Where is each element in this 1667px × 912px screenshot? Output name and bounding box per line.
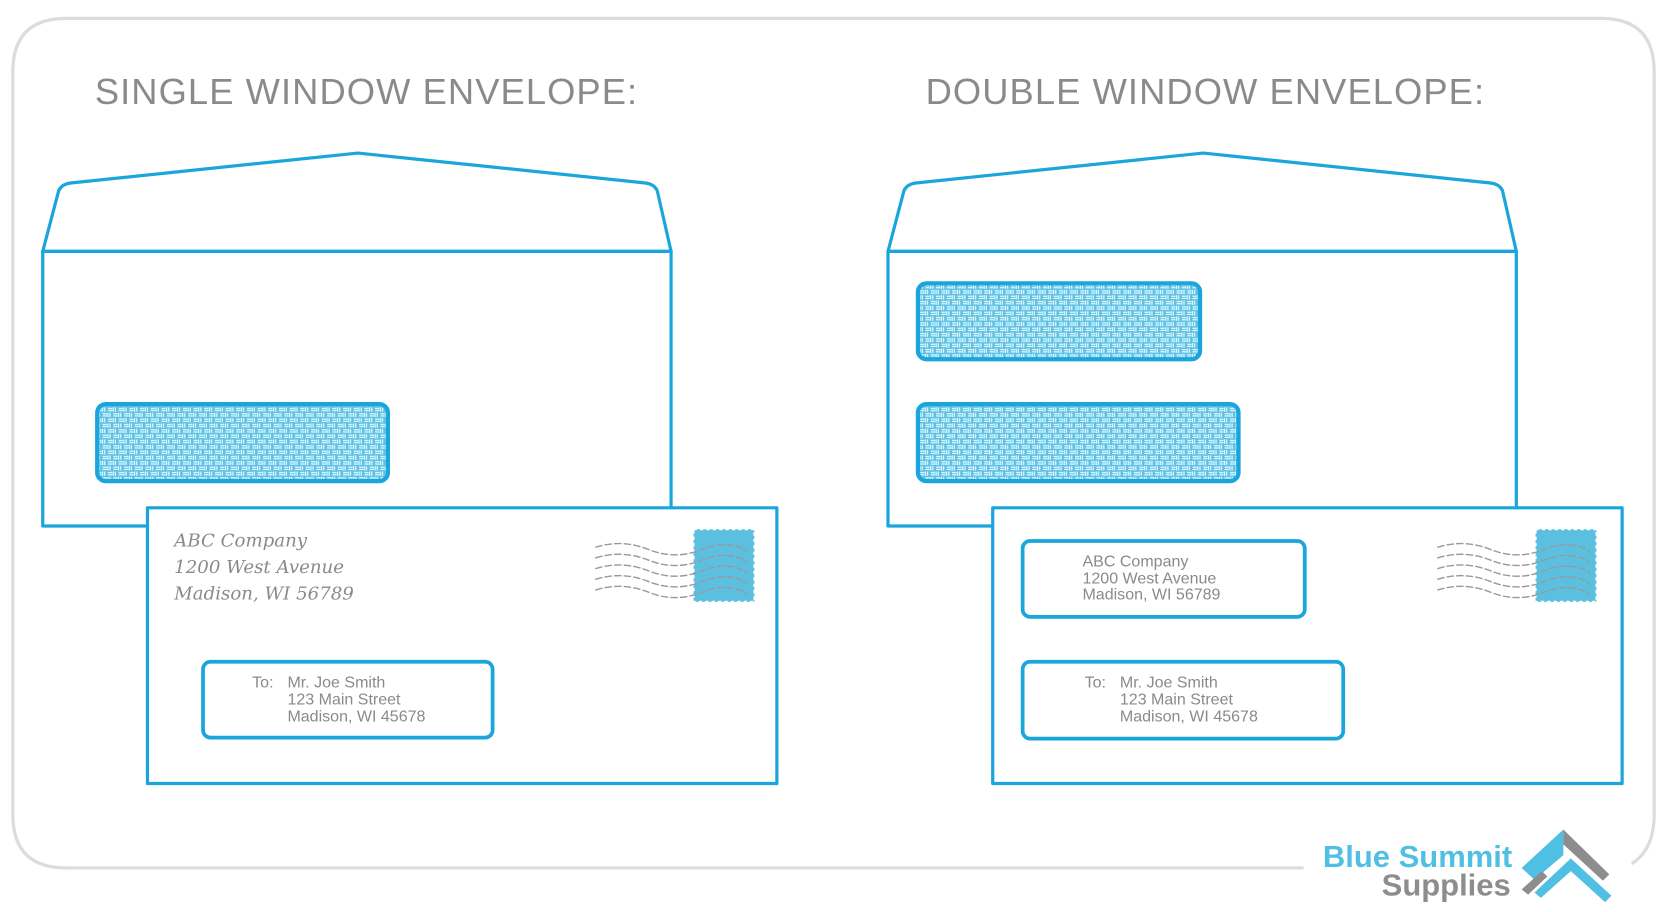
return-line: 1200 West Avenue xyxy=(1082,570,1216,588)
blue-summit-logo: Blue Summit Supplies xyxy=(1323,829,1612,903)
back-envelope-body xyxy=(41,249,673,528)
return-window xyxy=(915,281,1203,362)
return-line: Madison, WI 56789 xyxy=(173,584,354,605)
double-title: DOUBLE WINDOW ENVELOPE: xyxy=(926,71,1486,112)
logo-line2: Supplies xyxy=(1382,868,1511,903)
return-line: ABC Company xyxy=(172,530,308,551)
return-line: 1200 West Avenue xyxy=(174,557,344,578)
to-label: To: xyxy=(252,673,273,691)
logo-line1: Blue Summit xyxy=(1323,839,1512,874)
single-window-section: SINGLE WINDOW ENVELOPE: ABC Company 1200… xyxy=(41,71,779,786)
address-window xyxy=(915,402,1241,484)
to-address-box xyxy=(201,659,495,740)
to-line: Madison, WI 45678 xyxy=(1120,708,1258,726)
to-line: Mr. Joe Smith xyxy=(287,673,385,691)
stamp-icon xyxy=(594,528,756,603)
stamp-icon xyxy=(1437,528,1598,603)
return-line: ABC Company xyxy=(1082,553,1188,571)
to-line: Madison, WI 45678 xyxy=(287,708,425,726)
address-window xyxy=(95,402,391,484)
double-window-section: DOUBLE WINDOW ENVELOPE: ABC Company 1200… xyxy=(886,71,1624,786)
single-title: SINGLE WINDOW ENVELOPE: xyxy=(95,71,638,112)
to-label: To: xyxy=(1085,673,1106,691)
back-envelope-flap xyxy=(41,151,673,253)
return-line: Madison, WI 56789 xyxy=(1082,586,1220,604)
outer-border xyxy=(11,16,1656,870)
mountain-icon xyxy=(1521,829,1612,903)
back-envelope-flap xyxy=(886,151,1518,253)
to-line: Mr. Joe Smith xyxy=(1120,673,1218,691)
to-address-box xyxy=(1020,659,1346,741)
return-address-box xyxy=(1020,539,1307,619)
to-line: 123 Main Street xyxy=(287,690,401,708)
to-line: 123 Main Street xyxy=(1120,690,1234,708)
